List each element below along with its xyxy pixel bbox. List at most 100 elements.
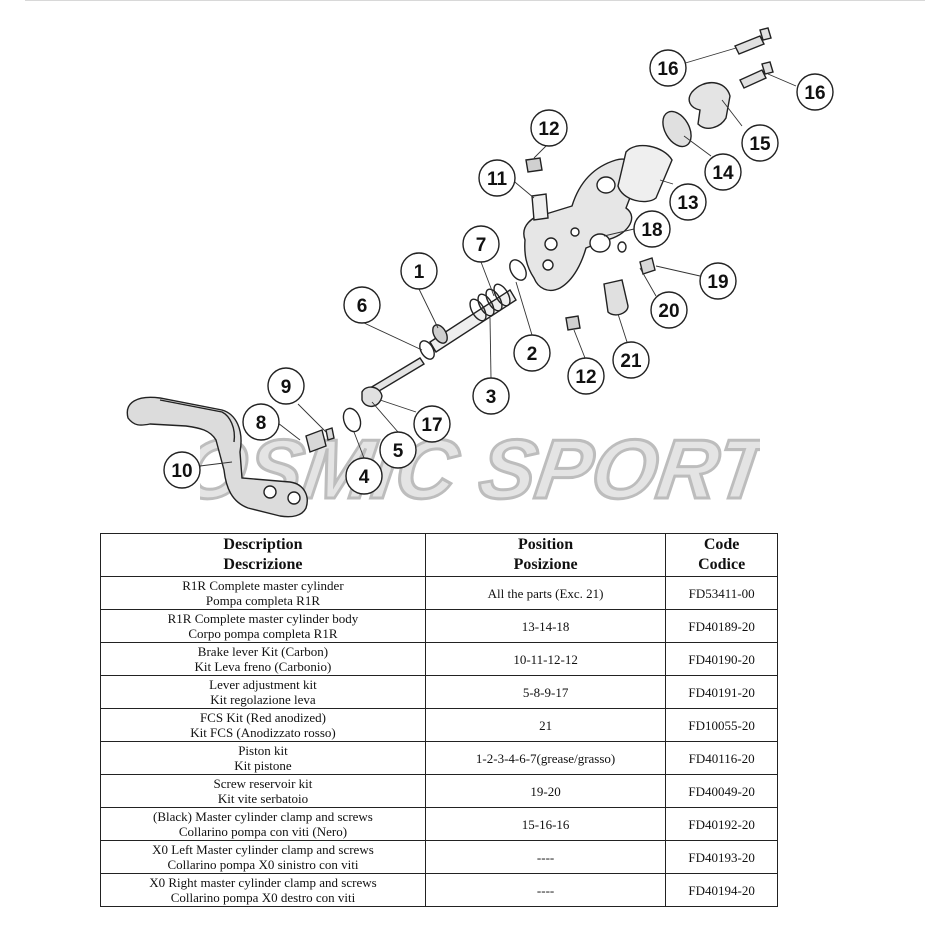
- clamp-screw-part-2: [739, 61, 774, 89]
- description-it: Kit pistone: [234, 758, 292, 773]
- code-cell: FD10055-20: [665, 708, 778, 742]
- description-it: Kit FCS (Anodizzato rosso): [190, 725, 336, 740]
- description-en: FCS Kit (Red anodized): [199, 710, 326, 725]
- header-code-en: Code: [703, 536, 740, 553]
- clamp-screw-part: [734, 27, 772, 55]
- parts-table: Description Descrizione Position Posizio…: [100, 533, 778, 907]
- svg-text:3: 3: [486, 387, 497, 408]
- svg-text:20: 20: [658, 301, 679, 322]
- code-cell: FD40116-20: [665, 741, 778, 775]
- callout-18: 18: [633, 210, 671, 248]
- description-cell: X0 Left Master cylinder clamp and screws…: [100, 840, 426, 874]
- callout-19: 19: [699, 262, 737, 300]
- description-it: Kit vite serbatoio: [217, 791, 309, 806]
- svg-text:4: 4: [359, 467, 370, 488]
- position-cell: 21: [424, 708, 667, 742]
- position-cell: ----: [424, 840, 667, 874]
- table-row: X0 Left Master cylinder clamp and screws…: [100, 840, 778, 874]
- svg-text:19: 19: [707, 272, 728, 293]
- oring-part: [617, 241, 627, 253]
- position-cell: ----: [424, 873, 667, 907]
- description-en: Brake lever Kit (Carbon): [197, 644, 329, 659]
- svg-text:6: 6: [357, 296, 368, 317]
- table-row: FCS Kit (Red anodized)Kit FCS (Anodizzat…: [100, 708, 778, 742]
- header-code: Code Codice: [665, 533, 778, 577]
- svg-text:16: 16: [804, 83, 825, 104]
- callout-7: 7: [462, 225, 500, 263]
- description-en: Piston kit: [238, 743, 288, 758]
- description-it: Collarino pompa X0 sinistro con viti: [167, 857, 359, 872]
- description-cell: FCS Kit (Red anodized)Kit FCS (Anodizzat…: [100, 708, 426, 742]
- svg-text:8: 8: [256, 413, 267, 434]
- grub-screw-part: [325, 427, 335, 441]
- callout-13: 13: [669, 183, 707, 221]
- position-cell: 13-14-18: [424, 609, 667, 643]
- bushing-part: [531, 193, 549, 221]
- svg-text:21: 21: [620, 351, 642, 372]
- code-cell: FD40190-20: [665, 642, 778, 676]
- callout-1: 1: [400, 252, 438, 290]
- description-en: Lever adjustment kit: [209, 677, 317, 692]
- master-cylinder-body-part: [523, 158, 638, 292]
- code-cell: FD40049-20: [665, 774, 778, 808]
- callout-16-right: 16: [796, 73, 834, 111]
- top-rule: [25, 0, 925, 1]
- oring-small-part: [419, 340, 435, 360]
- callout-21: 21: [612, 341, 650, 379]
- seal-ring-part: [662, 110, 692, 148]
- callout-10: 10: [163, 451, 201, 489]
- code-cell: FD40192-20: [665, 807, 778, 841]
- position-cell: 5-8-9-17: [424, 675, 667, 709]
- header-description-en: Description: [223, 536, 303, 553]
- callout-9: 9: [267, 367, 305, 405]
- description-en: X0 Left Master cylinder clamp and screws: [152, 842, 374, 857]
- description-it: Kit Leva freno (Carbonio): [194, 659, 332, 674]
- description-en: (Black) Master cylinder clamp and screws: [153, 809, 373, 824]
- description-cell: X0 Right master cylinder clamp and screw…: [100, 873, 426, 907]
- callout-group: 1 2 3 4 5 6 7 8 9 10 11 12 12 13 14 15 1…: [163, 49, 834, 495]
- callout-8: 8: [242, 403, 280, 441]
- description-en: R1R Complete master cylinder: [182, 578, 344, 593]
- description-en: Screw reservoir kit: [213, 776, 313, 791]
- svg-text:16: 16: [657, 59, 678, 80]
- adjust-knob-part: [305, 429, 327, 453]
- header-description: Description Descrizione: [100, 533, 426, 577]
- leader-lines: [199, 47, 797, 467]
- circlip-part: [342, 407, 362, 433]
- cap-part: [525, 157, 543, 173]
- code-cell: FD40191-20: [665, 675, 778, 709]
- description-it: Kit regolazione leva: [210, 692, 316, 707]
- svg-text:7: 7: [476, 235, 487, 256]
- callout-14: 14: [704, 153, 742, 191]
- callout-20: 20: [650, 291, 688, 329]
- fcs-part: [603, 279, 629, 316]
- svg-text:12: 12: [538, 119, 559, 140]
- header-position-it: Posizione: [513, 556, 578, 573]
- clamp-part: [688, 82, 731, 129]
- callout-15: 15: [741, 124, 779, 162]
- svg-text:12: 12: [575, 367, 596, 388]
- svg-text:1: 1: [414, 262, 425, 283]
- svg-text:11: 11: [487, 169, 508, 190]
- svg-text:2: 2: [527, 344, 538, 365]
- seal-part: [509, 259, 527, 281]
- code-cell: FD40194-20: [665, 873, 778, 907]
- description-it: Collarino pompa con viti (Nero): [178, 824, 348, 839]
- description-cell: (Black) Master cylinder clamp and screws…: [100, 807, 426, 841]
- description-en: R1R Complete master cylinder body: [167, 611, 359, 626]
- table-header-row: Description Descrizione Position Posizio…: [100, 533, 778, 577]
- table-row: (Black) Master cylinder clamp and screws…: [100, 807, 778, 841]
- callout-5: 5: [379, 431, 417, 469]
- position-cell: 15-16-16: [424, 807, 667, 841]
- callout-3: 3: [472, 377, 510, 415]
- adjuster-part: [361, 386, 383, 407]
- svg-text:15: 15: [749, 134, 771, 155]
- callout-12-bottom: 12: [567, 357, 605, 395]
- svg-text:10: 10: [171, 461, 192, 482]
